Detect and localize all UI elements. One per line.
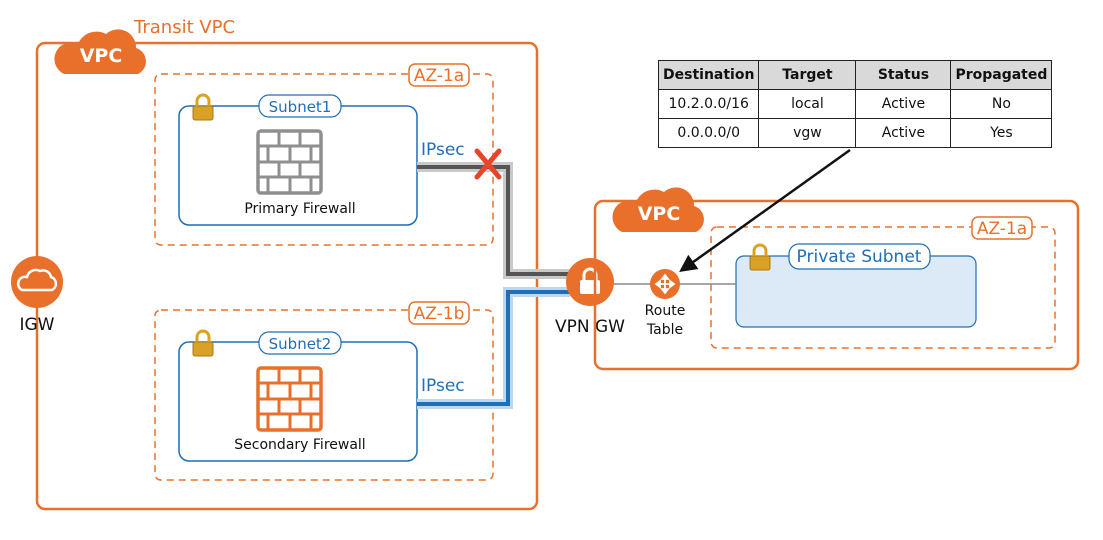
vpn-gw-icon (566, 258, 614, 306)
subnet1-tag (258, 94, 342, 118)
az-1b-tag (408, 301, 470, 325)
transit-vpc-title: Transit VPC (133, 17, 235, 38)
spoke-az-1a-label: AZ-1a (977, 219, 1027, 239)
route-table-header-row: Destination Target Status Propagated (657, 60, 1053, 90)
table-cell: local (758, 89, 857, 119)
transit-vpc-badge: VPC (54, 29, 146, 74)
table-cell: 0.0.0.0/0 (657, 118, 760, 148)
route-table-label-line1: Route (645, 303, 686, 319)
igw-label: IGW (20, 315, 55, 335)
spoke-vpc-boundary (593, 199, 1080, 371)
cloud-icon (16, 268, 58, 292)
column-header: Destination (657, 60, 760, 90)
route-table-label-line2: Table (646, 322, 683, 338)
az-1a-tag (408, 63, 470, 87)
brick-wall-icon (256, 366, 323, 432)
private-subnet-label: Private Subnet (797, 247, 922, 267)
column-header: Status (855, 60, 952, 90)
spoke-az-1a-tag (971, 216, 1033, 240)
vpc-badge-label: VPC (80, 45, 123, 67)
table-cell: Active (855, 118, 952, 148)
vpc-badge-label: VPC (638, 203, 681, 225)
lock-icon (191, 93, 215, 122)
table-cell: 10.2.0.0/16 (657, 89, 760, 119)
az-1a-label: AZ-1a (414, 66, 464, 86)
private-subnet-tag (788, 243, 931, 270)
ipsec-primary-label: IPsec (421, 140, 465, 160)
column-header: Propagated (950, 60, 1053, 90)
lock-icon (748, 243, 772, 272)
table-cell: Yes (950, 118, 1053, 148)
table-cell: vgw (758, 118, 857, 148)
x-mark-icon (474, 148, 502, 180)
spoke-az-1a-boundary (710, 226, 1056, 349)
subnet2-label: Subnet2 (269, 335, 332, 353)
vpn-gw-label: VPN GW (555, 317, 625, 337)
subnet1-label: Subnet1 (269, 98, 332, 116)
route-table: Destination Target Status Propagated 10.… (657, 60, 1053, 148)
router-icon (650, 269, 680, 299)
primary-firewall-label: Primary Firewall (244, 201, 355, 217)
route-table-arrow (679, 148, 851, 273)
lock-icon (191, 329, 215, 358)
az-1b-label: AZ-1b (414, 304, 465, 324)
secondary-firewall-label: Secondary Firewall (234, 437, 365, 453)
table-row: 10.2.0.0/16 local Active No (657, 89, 1053, 119)
ipsec-secondary-label: IPsec (421, 376, 465, 396)
subnet2-tag (258, 331, 342, 355)
az-1b-boundary (154, 309, 494, 481)
table-row: 0.0.0.0/0 vgw Active Yes (657, 118, 1053, 148)
table-cell: No (950, 89, 1053, 119)
igw-icon (11, 256, 63, 308)
spoke-vpc-badge: VPC (612, 187, 704, 232)
brick-wall-icon (256, 129, 323, 195)
table-cell: Active (855, 89, 952, 119)
column-header: Target (758, 60, 857, 90)
